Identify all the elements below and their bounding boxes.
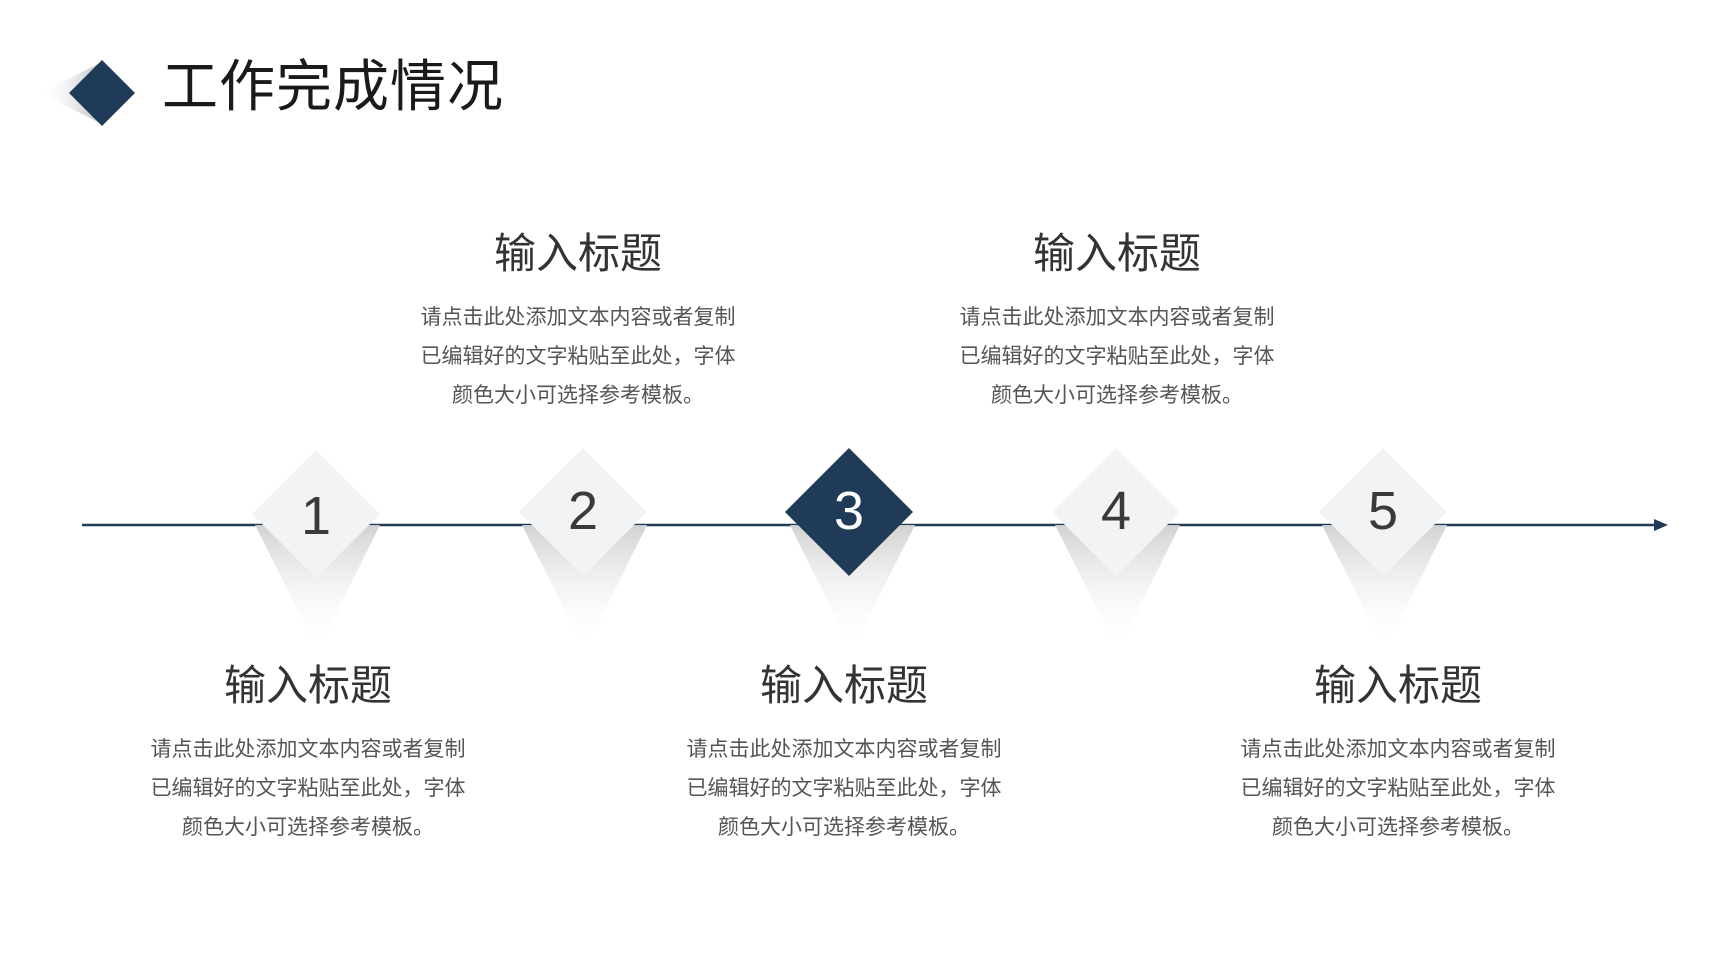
step-5-diamond <box>1319 448 1447 650</box>
title-diamond-icon <box>40 60 135 126</box>
step-5-text-block: 输入标题 请点击此处添加文本内容或者复制 已编辑好的文字粘贴至此处，字体 颜色大… <box>1208 658 1588 847</box>
step-3-number: 3 <box>833 481 865 541</box>
step-5-body-line: 颜色大小可选择参考模板。 <box>1272 815 1524 839</box>
step-3-diamond <box>785 448 915 650</box>
step-1-text-block: 输入标题 请点击此处添加文本内容或者复制 已编辑好的文字粘贴至此处，字体 颜色大… <box>118 658 498 847</box>
page-title: 工作完成情况 <box>162 55 504 120</box>
step-1-diamond <box>252 450 380 650</box>
step-4-body: 请点击此处添加文本内容或者复制 已编辑好的文字粘贴至此处，字体 颜色大小可选择参… <box>927 298 1307 415</box>
step-5-body-line: 请点击此处添加文本内容或者复制 <box>1240 737 1556 761</box>
step-2-body: 请点击此处添加文本内容或者复制 已编辑好的文字粘贴至此处，字体 颜色大小可选择参… <box>388 298 768 415</box>
step-3-text-block: 输入标题 请点击此处添加文本内容或者复制 已编辑好的文字粘贴至此处，字体 颜色大… <box>654 658 1034 847</box>
step-3-body: 请点击此处添加文本内容或者复制 已编辑好的文字粘贴至此处，字体 颜色大小可选择参… <box>654 730 1034 847</box>
step-2-body-line: 颜色大小可选择参考模板。 <box>452 383 704 407</box>
step-2-body-line: 请点击此处添加文本内容或者复制 <box>420 305 736 329</box>
step-1-body-line: 已编辑好的文字粘贴至此处，字体 <box>150 776 466 800</box>
step-4-body-line: 颜色大小可选择参考模板。 <box>991 383 1243 407</box>
step-4-body-line: 请点击此处添加文本内容或者复制 <box>959 305 1275 329</box>
step-1-body-line: 请点击此处添加文本内容或者复制 <box>150 737 466 761</box>
step-2-number: 2 <box>567 481 599 541</box>
step-4-diamond <box>1052 448 1180 650</box>
step-2-body-line: 已编辑好的文字粘贴至此处，字体 <box>420 344 736 368</box>
step-1-body-line: 颜色大小可选择参考模板。 <box>182 815 434 839</box>
step-3-title: 输入标题 <box>759 661 928 710</box>
step-3-body-line: 已编辑好的文字粘贴至此处，字体 <box>686 776 1002 800</box>
step-1-body: 请点击此处添加文本内容或者复制 已编辑好的文字粘贴至此处，字体 颜色大小可选择参… <box>118 730 498 847</box>
step-5-number: 5 <box>1367 481 1399 541</box>
step-5-body: 请点击此处添加文本内容或者复制 已编辑好的文字粘贴至此处，字体 颜色大小可选择参… <box>1208 730 1588 847</box>
title-diamond <box>69 60 135 126</box>
step-2-title: 输入标题 <box>493 229 662 278</box>
step-4-title: 输入标题 <box>1032 229 1201 278</box>
step-1-title: 输入标题 <box>223 661 392 710</box>
step-4-number: 4 <box>1100 481 1132 541</box>
timeline-arrowhead <box>1654 519 1668 531</box>
step-1-number: 1 <box>300 486 332 546</box>
step-3-body-line: 颜色大小可选择参考模板。 <box>718 815 970 839</box>
step-5-body-line: 已编辑好的文字粘贴至此处，字体 <box>1240 776 1556 800</box>
step-2-diamond <box>519 448 647 650</box>
step-4-text-block: 输入标题 请点击此处添加文本内容或者复制 已编辑好的文字粘贴至此处，字体 颜色大… <box>927 226 1307 415</box>
step-4-body-line: 已编辑好的文字粘贴至此处，字体 <box>959 344 1275 368</box>
step-2-text-block: 输入标题 请点击此处添加文本内容或者复制 已编辑好的文字粘贴至此处，字体 颜色大… <box>388 226 768 415</box>
step-3-body-line: 请点击此处添加文本内容或者复制 <box>686 737 1002 761</box>
step-5-title: 输入标题 <box>1313 661 1482 710</box>
